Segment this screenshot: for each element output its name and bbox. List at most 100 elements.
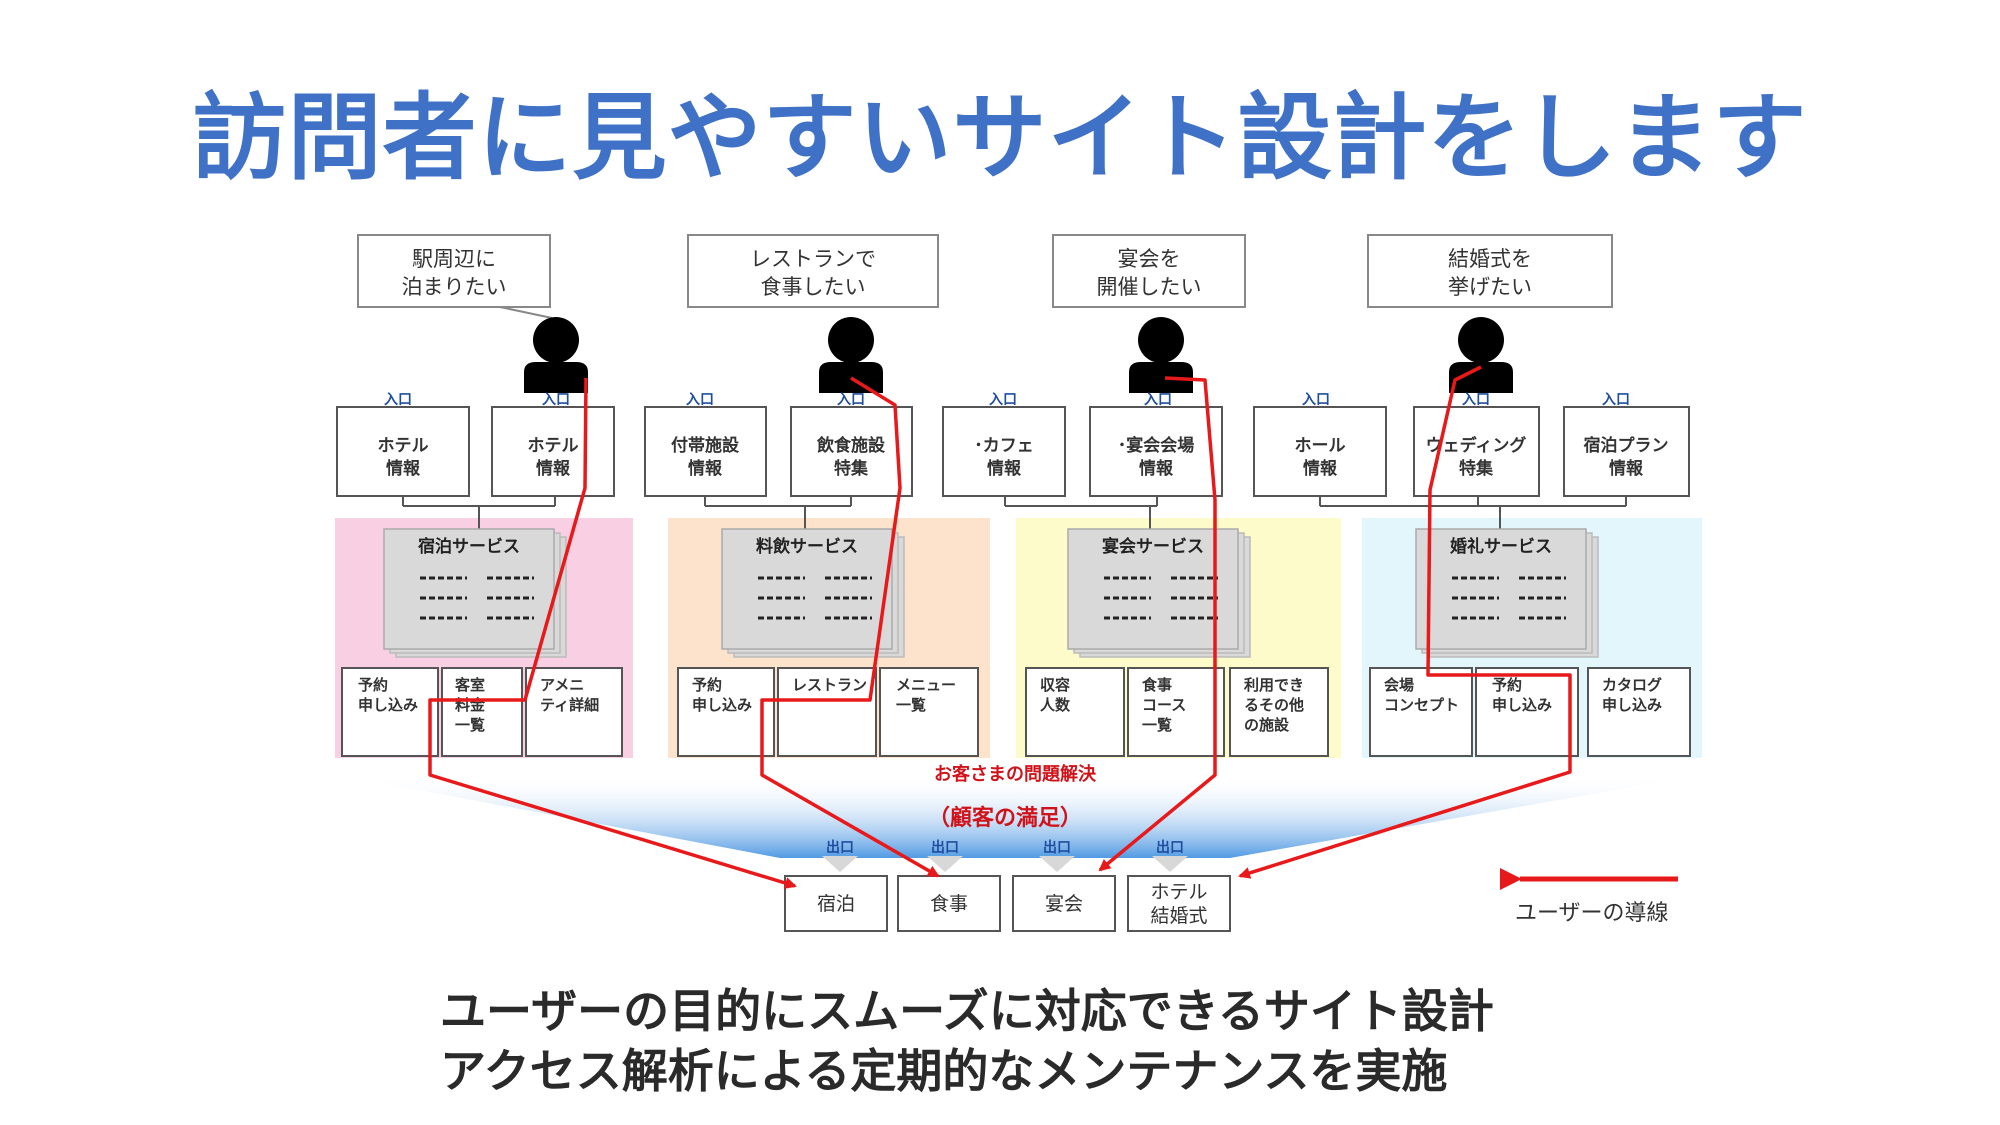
user-path-banquet [1098,376,1217,872]
service-card-stay: 宿泊サービス [383,528,567,658]
svg-text:アメニ: アメニ [540,676,584,694]
svg-text:申し込み: 申し込み [358,696,418,714]
svg-text:情報: 情報 [536,458,571,479]
svg-text:情報: 情報 [386,458,421,479]
need-text-2a: レストランで [750,247,876,271]
svg-text:メニュー: メニュー [896,676,956,694]
user-icon [524,317,588,393]
svg-text:ウェディング: ウェディング [1426,435,1527,456]
svg-text:会場: 会場 [1384,676,1414,694]
entry-label: 入口 [542,392,570,408]
svg-text:一覧: 一覧 [896,696,926,714]
svg-text:ティ詳細: ティ詳細 [540,696,599,714]
user-icon [819,317,883,393]
svg-text:情報: 情報 [688,458,723,479]
need-text-2b: 食事したい [761,275,866,299]
legend: ユーザーの導線 [1500,868,1678,926]
svg-text:ホール: ホール [1295,436,1346,456]
need-text-3b: 開催したい [1097,275,1202,299]
need-callout-4: 結婚式を 挙げたい [1367,234,1613,308]
svg-text:コース: コース [1142,696,1186,714]
svg-text:付帯施設: 付帯施設 [671,435,740,456]
service-card-banquet: 宴会サービス [1067,528,1251,658]
entry-label: 入口 [384,392,412,408]
entry-connectors [402,497,1627,533]
problem-solving-label: お客さまの問題解決 [934,763,1097,785]
need-text-4b: 挙げたい [1448,275,1532,299]
exit-label: 出口 [931,839,959,856]
exit-label: 出口 [826,839,854,856]
svg-text:申し込み: 申し込み [1492,696,1552,714]
user-icon [1449,317,1513,393]
svg-text:の施設: の施設 [1244,716,1290,734]
need-text-1a: 駅周辺に [412,247,496,271]
outcome-box-stay: 宿泊 [784,875,888,932]
svg-text:予約: 予約 [358,676,388,694]
entry-label: 入口 [1462,392,1490,408]
need-callout-3: 宴会を 開催したい [1052,234,1246,308]
user-icon [1129,317,1193,393]
svg-text:利用でき: 利用でき [1244,676,1304,694]
svg-text:宿泊プラン: 宿泊プラン [1584,435,1669,456]
svg-text:カタログ: カタログ [1602,676,1662,694]
svg-text:予約: 予約 [692,676,722,694]
entry-label: 入口 [686,392,714,408]
caption-line-1: ユーザーの目的にスムーズに対応できるサイト設計 [440,984,1494,1038]
exit-arrows [822,856,1188,872]
entry-label: 入口 [1144,392,1172,408]
svg-text:情報: 情報 [1139,458,1174,479]
svg-text:コンセプト: コンセプト [1384,696,1459,714]
user-path-meal [760,376,940,878]
svg-text:食事: 食事 [930,893,968,915]
entry-label: 入口 [837,392,865,408]
satisfaction-label: （顧客の満足） [928,805,1082,831]
legend-label: ユーザーの導線 [1515,901,1669,926]
exit-label: 出口 [1156,839,1184,856]
need-callout-2: レストランで 食事したい [687,234,939,308]
svg-text:飲食施設: 飲食施設 [816,435,886,456]
svg-text:ホテル: ホテル [378,436,429,456]
svg-text:特集: 特集 [834,458,869,479]
caption-line-2: アクセス解析による定期的なメンテナンスを実施 [440,1044,1448,1098]
entry-label: 入口 [1602,392,1630,408]
svg-text:申し込み: 申し込み [692,696,752,714]
entry-label: 入口 [1302,392,1330,408]
svg-text:ホテル: ホテル [1150,881,1207,903]
service-card-wedding: 婚礼サービス [1415,528,1599,658]
user-path-stay [428,377,797,889]
entry-label: 入口 [989,392,1017,408]
sub-page-box: レストラン [777,667,877,757]
svg-text:客室: 客室 [454,676,485,694]
svg-text:収容: 収容 [1040,676,1070,694]
svg-text:一覧: 一覧 [1142,716,1172,734]
svg-text:宿泊: 宿泊 [817,893,855,915]
outcome-box-meal: 食事 [897,875,1001,932]
service-card-title: 宴会サービス [1102,536,1204,557]
user-path-wedding [1238,365,1572,879]
svg-text:レストラン: レストラン [792,676,867,694]
svg-text:人数: 人数 [1040,696,1071,714]
svg-text:予約: 予約 [1492,676,1522,694]
svg-text:･カフェ: ･カフェ [974,436,1034,456]
svg-text:ホテル: ホテル [528,436,579,456]
page-title: 訪問者に見やすいサイト設計をします [192,84,1808,193]
svg-text:結婚式: 結婚式 [1150,905,1207,927]
